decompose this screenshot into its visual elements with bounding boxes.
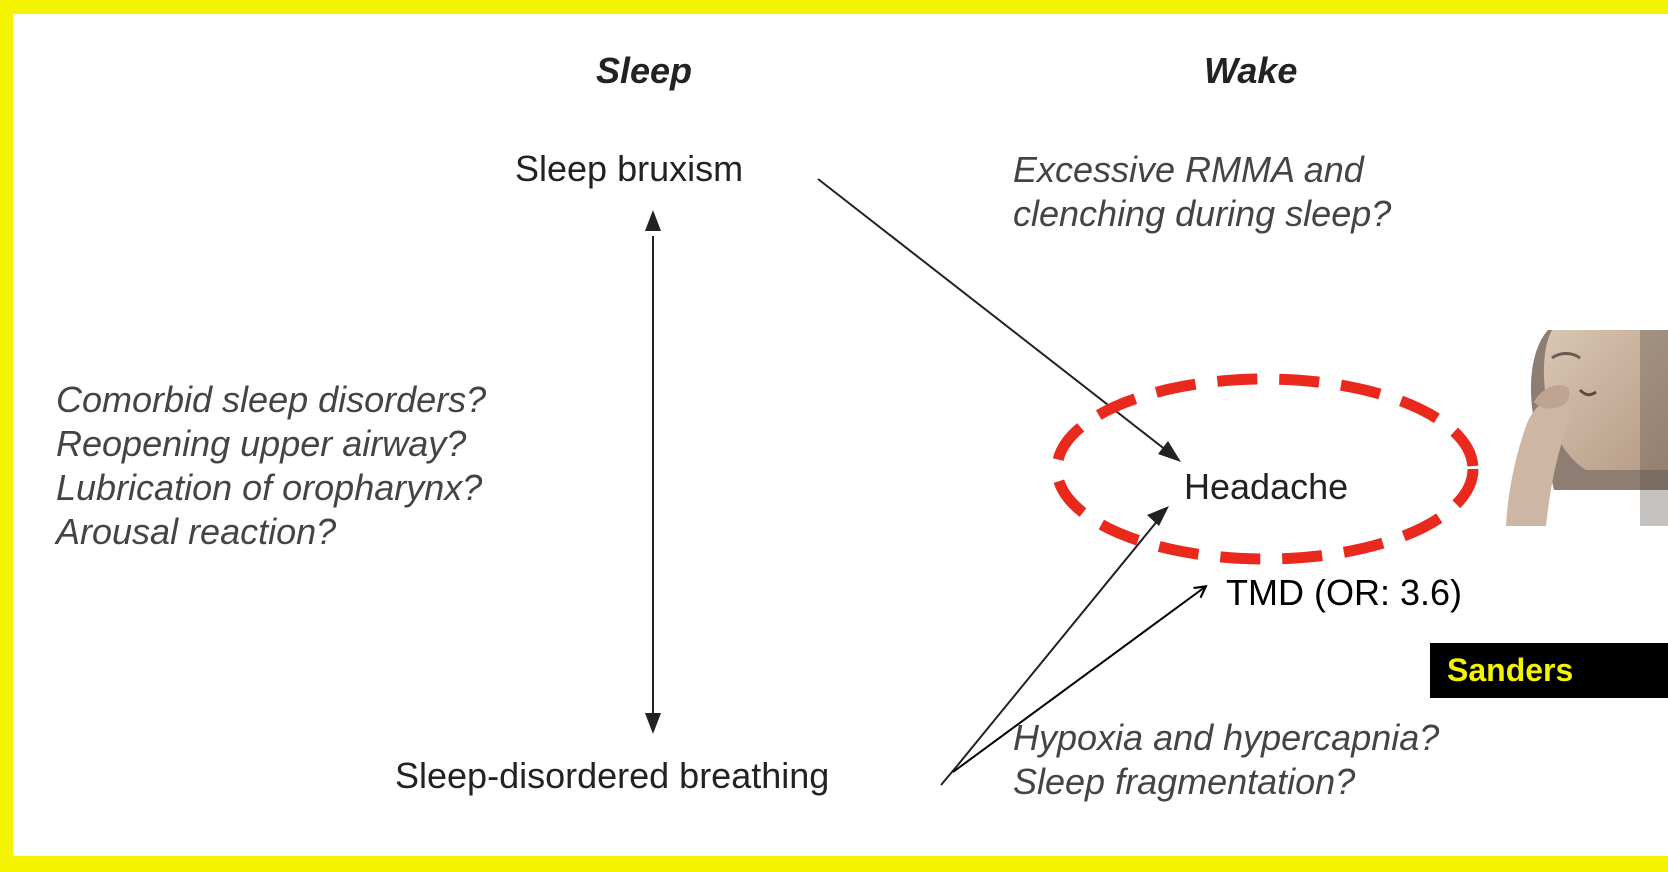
arrowhead-headache-icon (1158, 441, 1181, 462)
breathing-to-headache-arrow-line (941, 514, 1163, 785)
diagram-arrows (13, 14, 1668, 856)
citation-box: Sanders (1430, 643, 1668, 698)
citation-label: Sanders (1447, 652, 1573, 689)
diagram-canvas: Sleep Wake Sleep bruxism Sleep-disordere… (13, 14, 1668, 856)
tmd-odds-ratio-label: TMD (OR: 3.6) (1226, 572, 1462, 614)
arrowhead-down-icon (645, 713, 661, 734)
bruxism-to-headache-arrow-line (818, 179, 1171, 454)
tmd-arrow-line (953, 587, 1205, 772)
woman-with-headache-photo (1490, 330, 1668, 526)
arrowhead-headache-lower-icon (1147, 506, 1169, 526)
headache-highlight-ellipse (1057, 379, 1473, 559)
arrowhead-up-icon (645, 210, 661, 231)
